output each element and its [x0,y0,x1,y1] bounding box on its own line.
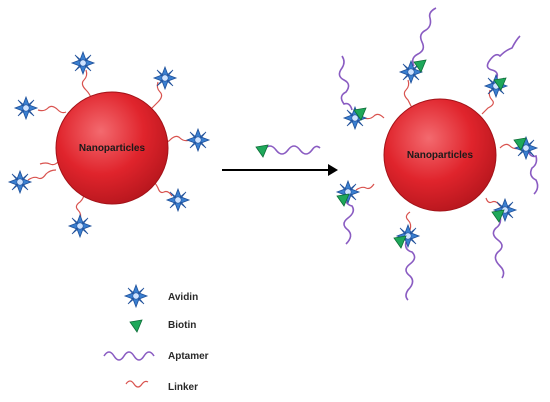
linker [481,89,494,115]
avidin-icon [71,51,95,75]
legend-item-avidin: Avidin [124,284,198,308]
right-nanoparticle [383,98,497,212]
legend-item-aptamer: Aptamer [103,351,209,362]
right-nanoparticle-group: Nanoparticles [336,7,539,301]
linker [153,181,173,197]
left-linkers [27,69,191,221]
linker [75,193,85,221]
legend-label-avidin: Avidin [168,292,198,303]
right-nanoparticle-label: Nanoparticles [407,150,474,161]
linker [151,81,163,109]
avidin-icon [124,284,148,308]
bound-aptamers [338,7,539,301]
biotin-icon [491,209,505,223]
aptamer-icon [103,351,155,361]
aptamer [486,35,521,81]
linker [37,105,67,114]
arrow-head [328,164,338,176]
reaction-arrow-group [222,144,338,176]
linker [165,135,191,143]
linker [485,197,501,207]
legend-item-linker: Linker [125,380,198,393]
legend-item-biotin: Biotin [129,319,196,333]
linker [405,211,412,231]
left-nanoparticle [55,91,169,205]
linker [363,113,385,120]
biotin-icon [393,235,407,249]
legend-label-linker: Linker [168,382,198,393]
legend: Avidin Biotin Aptamer Linker [103,284,209,393]
avidin-icon [14,96,38,120]
linker [81,69,93,101]
aptamer [527,149,539,195]
right-linkers [355,79,521,231]
avidin-icon [153,66,177,90]
avidin-icon [8,170,32,194]
legend-label-aptamer: Aptamer [168,351,209,362]
linker [27,169,57,181]
linker-icon [125,380,149,388]
linker [39,161,59,166]
biotin-icon [129,319,143,333]
legend-label-biotin: Biotin [168,320,196,331]
avidin-icon [186,128,210,152]
avidin-icon [68,214,92,238]
free-aptamer [263,145,321,155]
linker [403,79,413,109]
aptamer [343,195,355,245]
left-nanoparticle-group: Nanoparticles [8,51,210,238]
aptamer [404,241,416,301]
aptamer [492,215,505,279]
linker [355,183,375,191]
aptamer [411,7,437,67]
biotin-icon [255,144,269,158]
avidin-icon [166,188,190,212]
aptamer [338,55,353,111]
left-nanoparticle-label: Nanoparticles [79,143,146,154]
